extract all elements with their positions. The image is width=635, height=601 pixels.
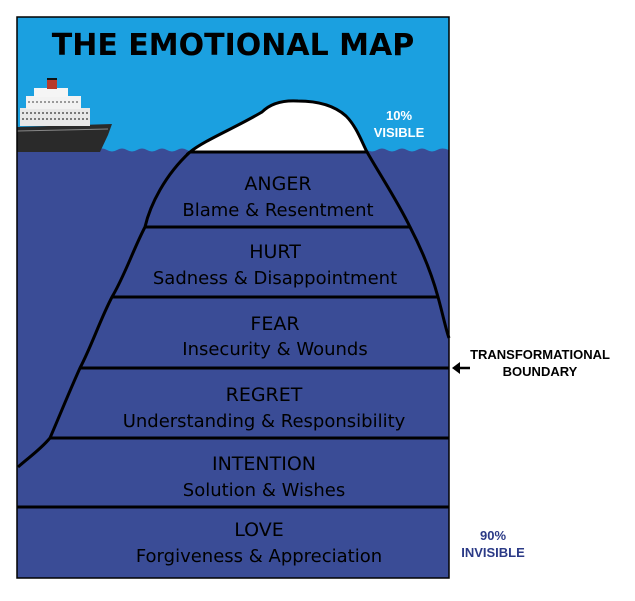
layer-love-name: LOVE — [234, 519, 284, 541]
layer-anger-detail: Blame & Resentment — [182, 200, 373, 221]
boundary-label-line1: TRANSFORMATIONAL — [470, 347, 610, 362]
layer-intention-detail: Solution & Wishes — [183, 480, 345, 501]
layer-fear-name: FEAR — [250, 313, 299, 335]
layer-hurt-detail: Sadness & Disappointment — [153, 268, 397, 289]
invisible-word: INVISIBLE — [461, 545, 525, 560]
layer-love-detail: Forgiveness & Appreciation — [136, 546, 382, 567]
invisible-percent: 90% — [480, 528, 506, 543]
layer-hurt-name: HURT — [249, 241, 301, 263]
visible-word: VISIBLE — [374, 125, 425, 140]
layer-fear-detail: Insecurity & Wounds — [182, 339, 367, 360]
iceberg-outline-right — [365, 151, 451, 339]
layer-intention-name: INTENTION — [212, 453, 316, 475]
layer-anger-name: ANGER — [244, 173, 311, 195]
cruise-ship-icon — [16, 78, 112, 152]
layer-regret-detail: Understanding & Responsibility — [123, 411, 406, 432]
sea — [17, 148, 449, 578]
arrow-left-icon — [452, 362, 470, 374]
diagram-title: THE EMOTIONAL MAP — [52, 28, 414, 63]
layer-regret-name: REGRET — [226, 384, 303, 406]
iceberg-tip — [185, 99, 370, 154]
diagram-frame — [16, 16, 450, 579]
visible-percent: 10% — [386, 108, 412, 123]
boundary-label-line2: BOUNDARY — [503, 364, 578, 379]
iceberg-outline-left — [16, 150, 192, 469]
